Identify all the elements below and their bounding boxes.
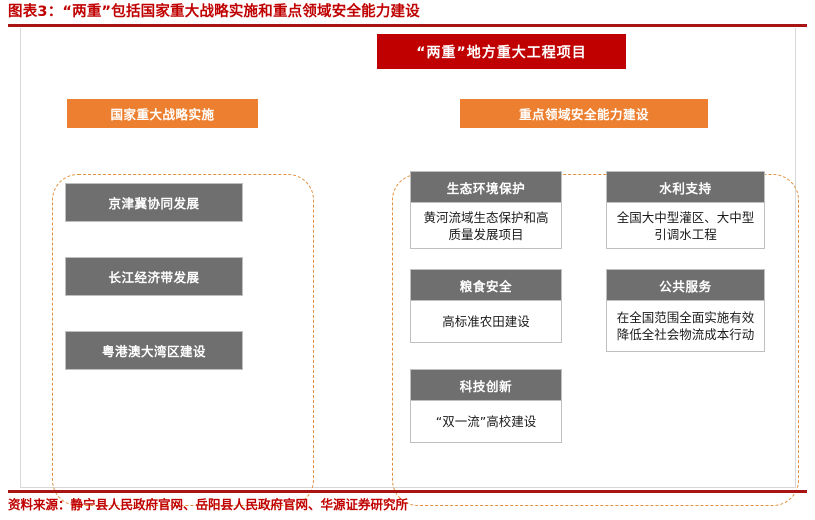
card-eco-environment-body: 黄河流域生态保护和高质量发展项目: [410, 203, 562, 249]
card-food-security-header: 粮食安全: [410, 269, 562, 301]
card-eco-environment: 生态环境保护 黄河流域生态保护和高质量发展项目: [410, 171, 562, 249]
card-food-security-body: 高标准农田建设: [410, 301, 562, 343]
card-water-support-header: 水利支持: [606, 171, 765, 203]
leaf-node-yuegangao: 粤港澳大湾区建设: [65, 331, 243, 370]
branch-node-national-strategy: 国家重大战略实施: [67, 99, 258, 128]
card-water-support: 水利支持 全国大中型灌区、大中型引调水工程: [606, 171, 765, 249]
card-water-support-body: 全国大中型灌区、大中型引调水工程: [606, 203, 765, 249]
title-divider: [8, 24, 807, 27]
leaf-node-jingjinji: 京津冀协同发展: [65, 183, 243, 222]
source-note: 资料来源：静宁县人民政府官网、岳阳县人民政府官网、华源证券研究所: [8, 497, 409, 512]
card-tech-innovation-header: 科技创新: [410, 369, 562, 401]
card-tech-innovation-body: “双一流”高校建设: [410, 401, 562, 443]
leaf-node-changjiang: 长江经济带发展: [65, 257, 243, 296]
card-food-security: 粮食安全 高标准农田建设: [410, 269, 562, 343]
card-tech-innovation: 科技创新 “双一流”高校建设: [410, 369, 562, 443]
left-group-dashed-container: [52, 174, 314, 506]
right-group-dashed-container: [392, 174, 799, 506]
page-title: 图表3：“两重”包括国家重大战略实施和重点领域安全能力建设: [8, 4, 420, 20]
card-public-service-body: 在全国范围全面实施有效降低全社会物流成本行动: [606, 301, 765, 352]
card-public-service-header: 公共服务: [606, 269, 765, 301]
root-node-local-major-projects: “两重”地方重大工程项目: [377, 34, 626, 69]
card-public-service: 公共服务 在全国范围全面实施有效降低全社会物流成本行动: [606, 269, 765, 352]
card-eco-environment-header: 生态环境保护: [410, 171, 562, 203]
footer-divider: [8, 490, 807, 493]
branch-node-key-area-security: 重点领域安全能力建设: [460, 99, 708, 128]
